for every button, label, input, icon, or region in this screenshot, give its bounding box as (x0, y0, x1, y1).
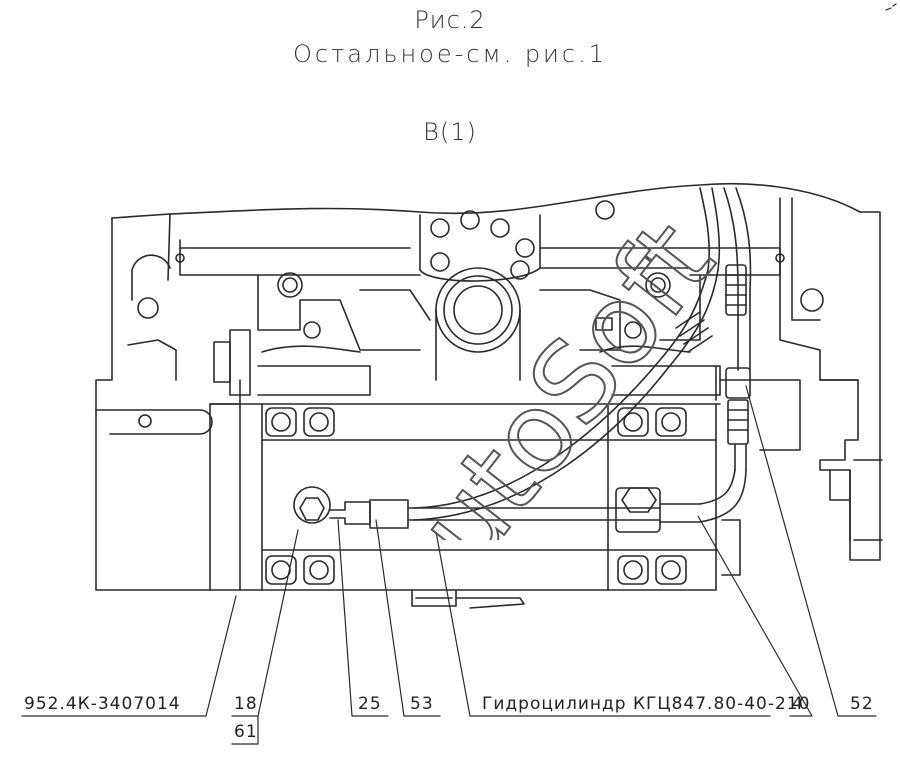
brackets (213, 329, 721, 401)
corner-mark (885, 3, 897, 11)
callout-52: 52 (850, 694, 874, 714)
figure-note: Остальное-см. рис.1 (293, 40, 607, 68)
callout-part-number: 952.4К-3407014 (24, 694, 181, 714)
callout-25: 25 (358, 694, 382, 714)
view-label: В(1) (423, 118, 477, 146)
cross-beam (175, 239, 785, 276)
hydraulic-lines (329, 187, 752, 529)
bolts (265, 407, 687, 585)
cylinder-body (209, 403, 721, 609)
callout-hydraulic-cylinder: Гидроцилиндр КГЦ847.80-40-210 (482, 694, 811, 714)
figure-title: Рис.2 (414, 6, 486, 34)
leader-lines (21, 385, 877, 745)
callout-18: 18 (234, 694, 258, 714)
callout-61: 61 (234, 722, 258, 742)
callout-4: 4 (792, 694, 804, 714)
frame-body (95, 182, 883, 591)
mounting-block (257, 272, 701, 353)
hub-plate (419, 200, 615, 381)
callout-53: 53 (410, 694, 434, 714)
